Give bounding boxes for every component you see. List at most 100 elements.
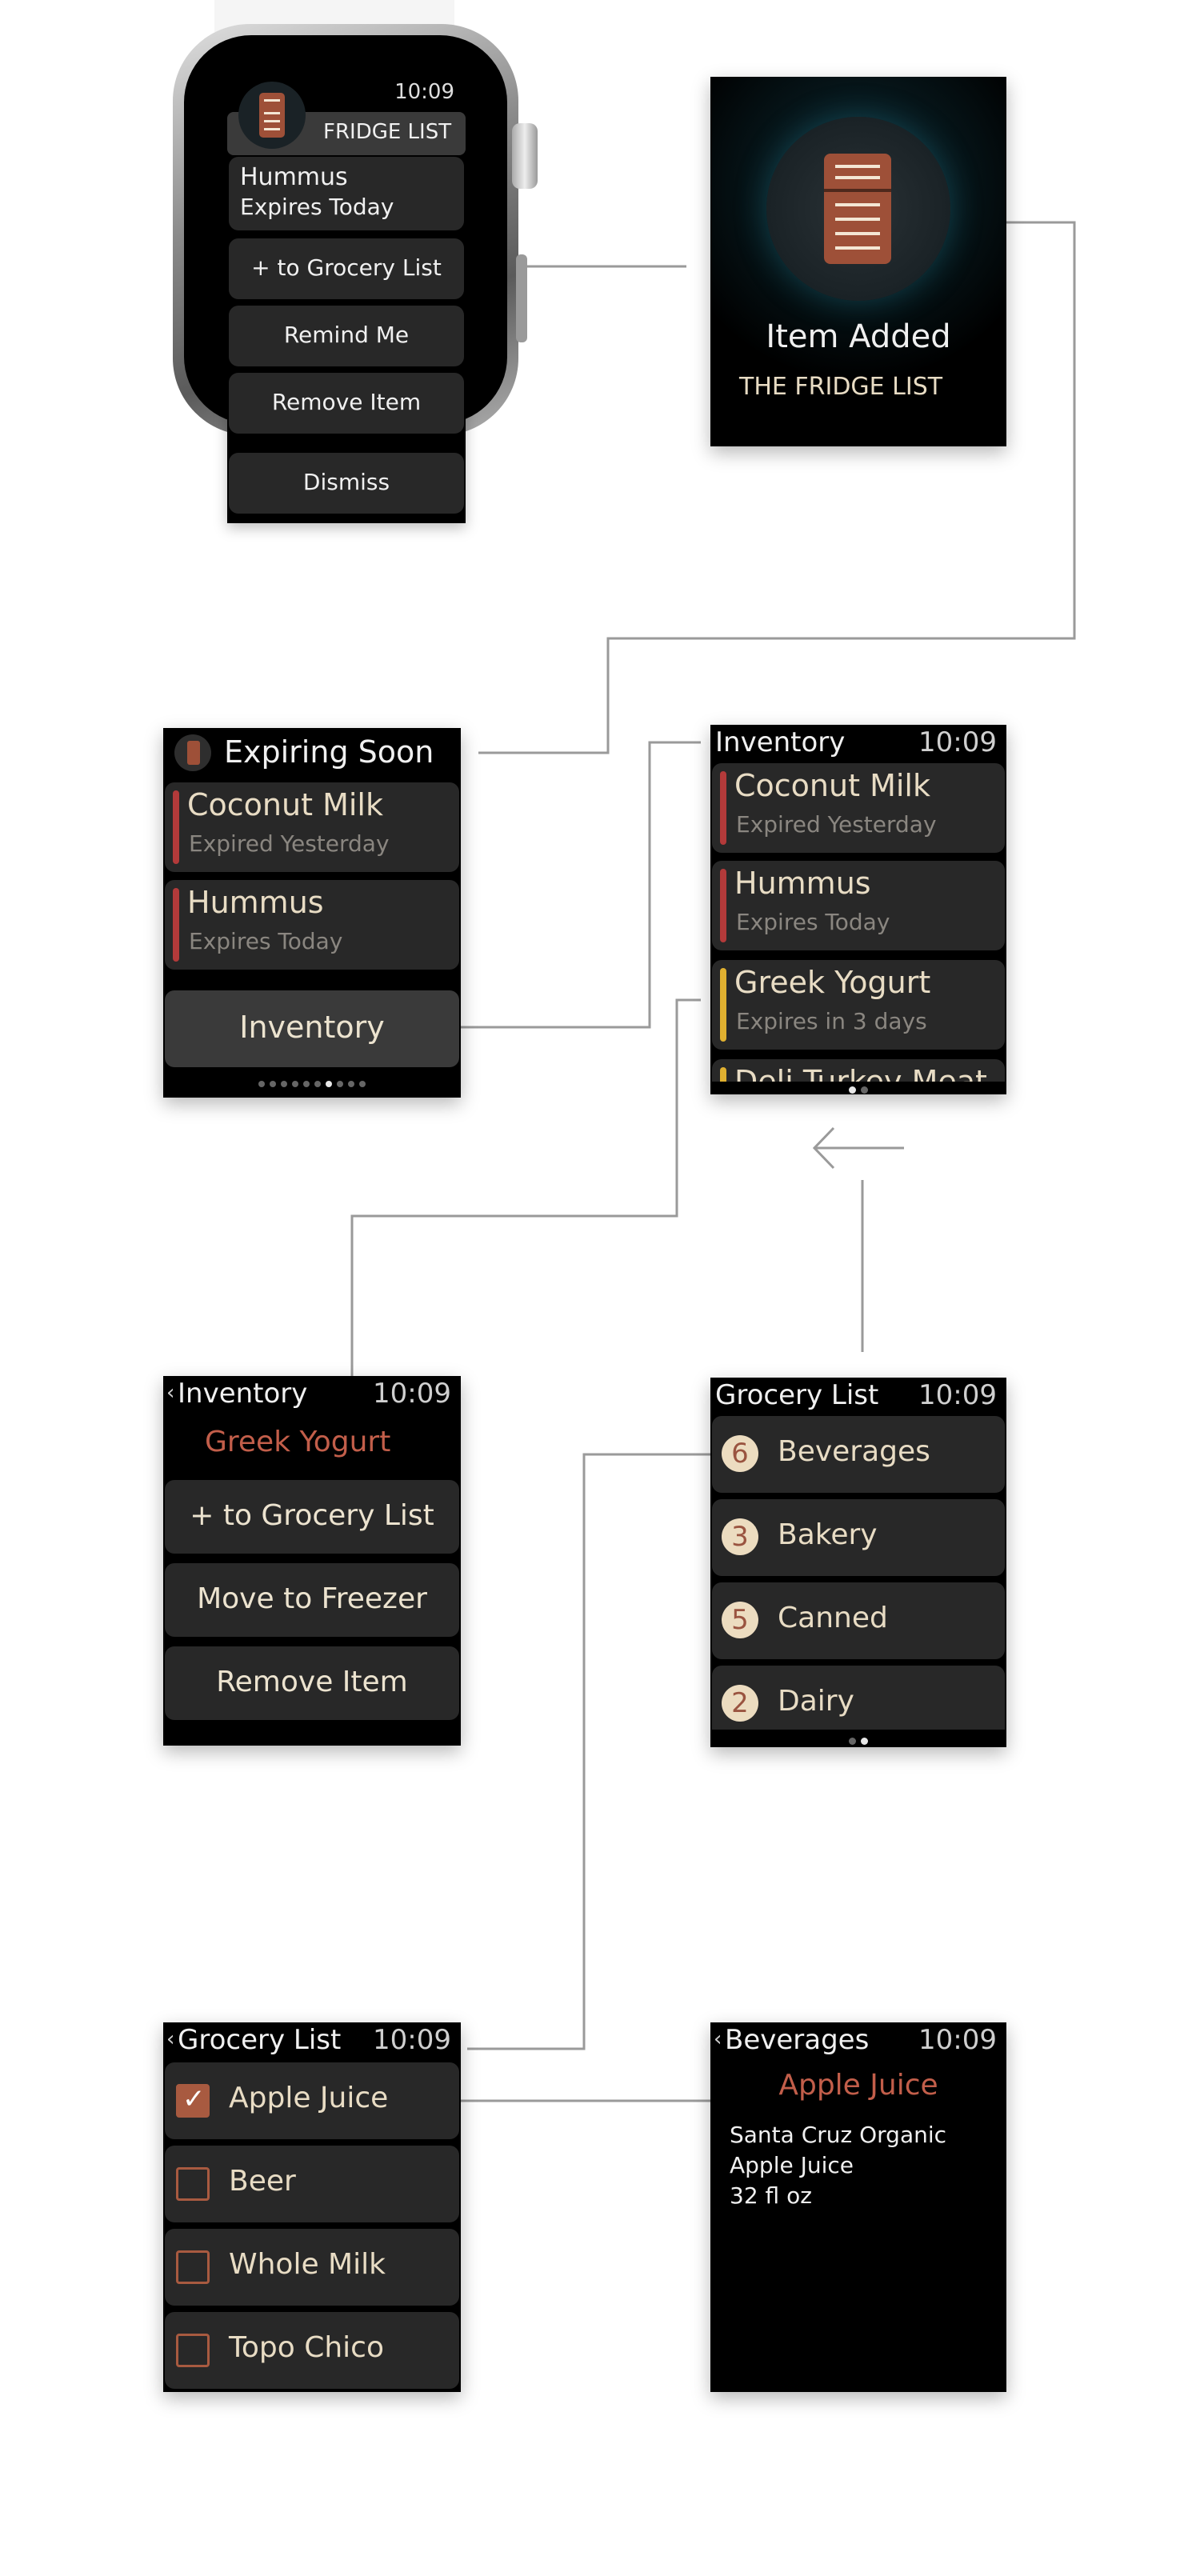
button-label: Remove Item: [216, 1666, 408, 1698]
item-name: Greek Yogurt: [734, 965, 931, 1000]
fridge-icon: [187, 741, 200, 765]
clock: 10:09: [373, 2024, 451, 2056]
notification-message: Hummus Expires Today: [229, 157, 464, 230]
item-name: Coconut Milk: [734, 768, 930, 803]
button-label: Inventory: [239, 1010, 385, 1045]
back-title[interactable]: Inventory: [178, 1378, 308, 1410]
fridge-icon: [824, 154, 891, 264]
button-label: Dismiss: [302, 469, 390, 495]
clock: 10:09: [918, 1379, 997, 1411]
item-name: Topo Chico: [229, 2331, 384, 2364]
watch-crown[interactable]: [512, 123, 538, 189]
grocery-list-screen: ‹ Grocery List 10:09 ✓ Apple Juice Beer …: [163, 2022, 461, 2392]
page-indicator: [163, 1075, 461, 1090]
item-name: Hummus: [240, 163, 348, 191]
screen-title: Expiring Soon: [224, 734, 434, 770]
item-added-subtitle: THE FRIDGE LIST: [739, 373, 943, 401]
notification-panel: 10:09 FRIDGE LIST Hummus Expires Today +…: [227, 78, 466, 523]
category-name: Dairy: [778, 1685, 854, 1718]
category-name: Beverages: [778, 1435, 930, 1468]
list-item[interactable]: Greek Yogurt Expires in 3 days: [712, 960, 1005, 1050]
back-title[interactable]: Beverages: [725, 2024, 870, 2056]
bottom-fade: [710, 1082, 1006, 1094]
dismiss-button[interactable]: Dismiss: [229, 453, 464, 514]
item-status: Expires in 3 days: [736, 1008, 927, 1034]
add-to-grocery-button[interactable]: + to Grocery List: [229, 238, 464, 299]
status-bar: [720, 771, 726, 845]
item-status: Expires Today: [736, 909, 890, 935]
app-label: FRIDGE LIST: [323, 120, 452, 144]
status-bar: [173, 888, 179, 962]
item-detail-screen: ‹ Inventory 10:09 Greek Yogurt + to Groc…: [163, 1376, 461, 1746]
grocery-item[interactable]: Whole Milk: [165, 2229, 459, 2306]
status-bar: [720, 869, 726, 942]
page-indicator: [710, 1733, 1006, 1747]
checkbox[interactable]: [176, 2250, 210, 2284]
beverage-detail-screen: ‹ Beverages 10:09 Apple Juice Santa Cruz…: [710, 2022, 1006, 2392]
notification-time: 10:09: [394, 80, 454, 104]
checkbox[interactable]: [176, 2167, 210, 2201]
item-status: Expires Today: [240, 194, 394, 220]
remind-me-button[interactable]: Remind Me: [229, 306, 464, 366]
status-bar: [720, 1067, 726, 1094]
grocery-item[interactable]: ✓ Apple Juice: [165, 2062, 459, 2139]
item-name: Whole Milk: [229, 2248, 386, 2281]
list-item[interactable]: Hummus Expires Today: [712, 861, 1005, 950]
item-status: Expired Yesterday: [189, 830, 390, 857]
fridge-icon: [259, 93, 285, 138]
item-description-line: Apple Juice: [730, 2152, 854, 2178]
remove-item-button[interactable]: Remove Item: [229, 373, 464, 434]
item-name: Hummus: [734, 866, 871, 901]
list-item[interactable]: Coconut Milk Expired Yesterday: [712, 763, 1005, 853]
clock: 10:09: [373, 1378, 451, 1410]
count-badge: 6: [722, 1435, 758, 1472]
list-item[interactable]: Hummus Expires Today: [165, 880, 459, 970]
inventory-button[interactable]: Inventory: [165, 990, 459, 1067]
item-status: Expired Yesterday: [736, 811, 937, 838]
item-description-line: 32 fl oz: [730, 2182, 812, 2209]
grocery-item[interactable]: Beer: [165, 2146, 459, 2222]
status-bar: [720, 968, 726, 1042]
count-badge: 5: [722, 1602, 758, 1638]
back-chevron-icon[interactable]: ‹: [166, 1381, 175, 1405]
back-chevron-icon[interactable]: ‹: [714, 2027, 722, 2051]
button-label: Remind Me: [283, 322, 410, 348]
expiring-soon-screen: Expiring Soon Coconut Milk Expired Yeste…: [163, 728, 461, 1098]
add-to-grocery-button[interactable]: + to Grocery List: [165, 1480, 459, 1554]
back-title[interactable]: Grocery List: [178, 2024, 342, 2056]
watch-side-button[interactable]: [516, 254, 527, 342]
grocery-item[interactable]: Topo Chico: [165, 2312, 459, 2389]
item-name: Apple Juice: [778, 2069, 938, 2102]
status-bar: [173, 790, 179, 864]
clock: 10:09: [918, 2024, 997, 2056]
grocery-categories-screen: Grocery List 10:09 6 Beverages 3 Bakery …: [710, 1378, 1006, 1747]
button-label: Move to Freezer: [197, 1582, 427, 1615]
screen-title: Inventory: [715, 726, 846, 758]
list-item[interactable]: Coconut Milk Expired Yesterday: [165, 782, 459, 872]
item-name: Greek Yogurt: [205, 1426, 391, 1458]
category-item-canned[interactable]: 5 Canned: [712, 1582, 1005, 1659]
category-name: Canned: [778, 1602, 888, 1634]
inventory-screen: Inventory 10:09 Coconut Milk Expired Yes…: [710, 725, 1006, 1094]
count-badge: 2: [722, 1685, 758, 1722]
button-label: Remove Item: [271, 389, 422, 415]
page-indicator: [710, 1082, 1006, 1094]
checkbox[interactable]: [176, 2334, 210, 2367]
screen-title: Grocery List: [715, 1379, 879, 1411]
category-item-bakery[interactable]: 3 Bakery: [712, 1499, 1005, 1576]
item-description-line: Santa Cruz Organic: [730, 2122, 947, 2148]
item-status: Expires Today: [189, 928, 343, 954]
button-label: + to Grocery List: [190, 1499, 434, 1532]
back-chevron-icon[interactable]: ‹: [166, 2027, 175, 2051]
item-name: Coconut Milk: [187, 787, 383, 822]
clock: 10:09: [918, 726, 997, 758]
checkmark-icon: ✓: [182, 2083, 206, 2115]
item-name: Hummus: [187, 885, 324, 920]
checkbox[interactable]: ✓: [176, 2083, 210, 2118]
count-badge: 3: [722, 1518, 758, 1555]
remove-item-button[interactable]: Remove Item: [165, 1646, 459, 1720]
button-label: + to Grocery List: [251, 254, 442, 281]
move-to-freezer-button[interactable]: Move to Freezer: [165, 1563, 459, 1637]
category-item-beverages[interactable]: 6 Beverages: [712, 1416, 1005, 1493]
item-name: Apple Juice: [229, 2082, 389, 2114]
